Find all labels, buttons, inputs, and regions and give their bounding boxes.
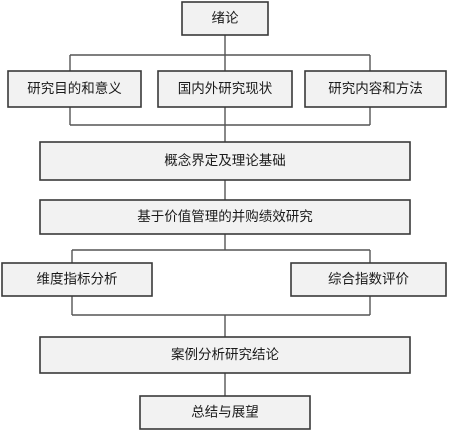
- node-dimensions: 维度指标分析: [1, 262, 153, 297]
- node-methods-label: 研究内容和方法: [328, 80, 423, 97]
- node-status: 国内外研究现状: [157, 70, 293, 108]
- node-purpose: 研究目的和意义: [7, 70, 142, 108]
- node-intro-label: 绪论: [212, 11, 239, 27]
- node-concepts: 概念界定及理论基础: [39, 141, 411, 181]
- node-intro: 绪论: [181, 1, 269, 36]
- node-summary: 总结与展望: [139, 395, 311, 430]
- node-composite-label: 综合指数评价: [328, 272, 409, 288]
- node-composite: 综合指数评价: [290, 262, 447, 297]
- node-purpose-label: 研究目的和意义: [27, 80, 122, 97]
- connectors: [69, 35, 371, 396]
- node-methods: 研究内容和方法: [304, 70, 447, 108]
- node-vbm: 基于价值管理的并购绩效研究: [39, 199, 411, 235]
- node-case-label: 案例分析研究结论: [171, 346, 279, 363]
- node-status-label: 国内外研究现状: [178, 81, 273, 97]
- node-case: 案例分析研究结论: [39, 336, 411, 374]
- node-vbm-label: 基于价值管理的并购绩效研究: [137, 208, 313, 225]
- node-summary-label: 总结与展望: [191, 405, 259, 421]
- node-concepts-label: 概念界定及理论基础: [164, 152, 286, 169]
- node-dimensions-label: 维度指标分析: [37, 272, 118, 288]
